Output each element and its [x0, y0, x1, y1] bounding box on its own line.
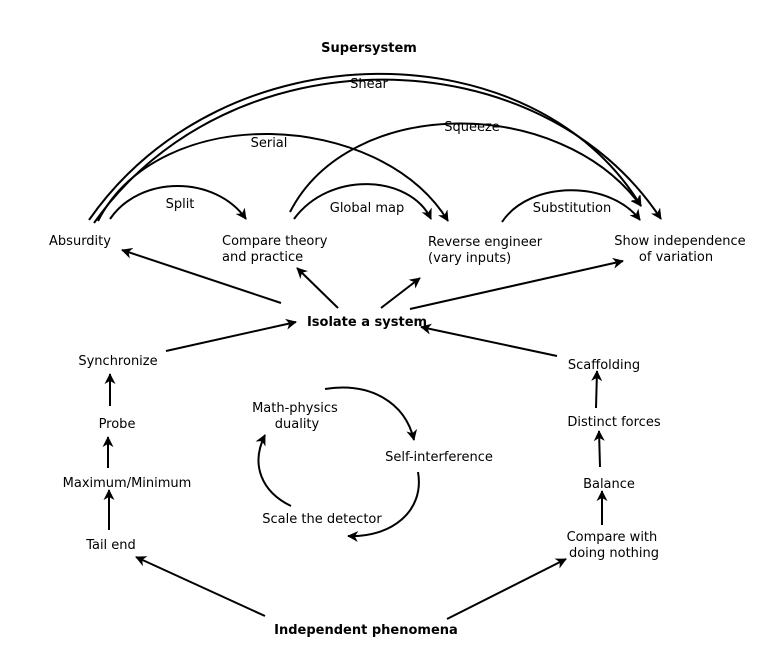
node-supersystem: Supersystem [321, 41, 417, 56]
edge-label-global-map: Global map [330, 201, 404, 216]
node-scaffolding: Scaffolding [568, 358, 640, 373]
node-compare-theory-line2: and practice [222, 250, 303, 265]
edge-label-split: Split [166, 197, 195, 212]
edge-shear [93, 78, 662, 224]
edge-split [109, 185, 247, 220]
node-self-interference: Self-interference [385, 450, 493, 465]
edge-isolate-to-reverse-engineer [380, 277, 421, 309]
edge-math-physics-to-self-interference [324, 386, 418, 441]
node-compare-theory-line1: Compare theory [222, 234, 328, 249]
edge-independent-to-compare-nothing [446, 558, 567, 620]
edge-squeeze [289, 122, 642, 213]
node-show-independence-line1: Show independence [614, 234, 745, 249]
edge-self-interference-to-scale-detector [347, 471, 420, 542]
edge-serial [97, 133, 449, 222]
node-absurdity: Absurdity [49, 234, 111, 249]
edge-isolate-to-absurdity [121, 247, 282, 304]
edge-balance-to-distinct-forces [593, 430, 605, 468]
edge-label-serial: Serial [251, 136, 288, 151]
node-tail-end: Tail end [85, 538, 136, 553]
edge-global-map [293, 183, 432, 220]
edge-absurdity-to-show-independence [88, 72, 642, 221]
edge-label-shear: Shear [350, 77, 388, 92]
node-compare-with-doing-nothing: Compare with doing nothing [567, 530, 662, 561]
node-maximum-minimum: Maximum/Minimum [63, 476, 192, 491]
node-compare-theory-and-practice: Compare theory and practice [222, 234, 332, 265]
node-math-physics-line1: Math-physics [252, 401, 338, 416]
node-compare-nothing-line2: doing nothing [569, 546, 659, 561]
node-distinct-forces: Distinct forces [567, 415, 660, 430]
node-reverse-engineer: Reverse engineer (vary inputs) [428, 235, 546, 266]
edge-distinct-forces-to-scaffolding [591, 370, 603, 409]
edge-independent-to-tail-end [135, 556, 266, 617]
edge-label-substitution: Substitution [533, 201, 611, 216]
node-balance: Balance [583, 477, 635, 492]
node-reverse-engineer-line2: (vary inputs) [428, 251, 511, 266]
edge-isolate-to-compare-theory [296, 267, 339, 309]
node-scale-the-detector: Scale the detector [262, 512, 382, 527]
node-independent-phenomena: Independent phenomena [274, 623, 458, 638]
edge-label-squeeze: Squeeze [444, 120, 500, 135]
edge-substitution [501, 189, 641, 223]
node-isolate-a-system: Isolate a system [307, 315, 427, 330]
node-show-independence-line2: of variation [639, 250, 713, 265]
node-reverse-engineer-line1: Reverse engineer [428, 235, 543, 250]
node-compare-nothing-line1: Compare with [567, 530, 658, 545]
node-synchronize: Synchronize [78, 354, 157, 369]
edge-synchronize-to-isolate [165, 318, 297, 352]
node-show-independence: Show independence of variation [614, 234, 750, 265]
edge-scale-detector-to-math-physics [255, 434, 292, 507]
node-math-physics-line2: duality [275, 417, 320, 432]
edge-isolate-to-show-independence [409, 257, 624, 310]
node-math-physics-duality: Math-physics duality [252, 401, 342, 432]
edge-scaffolding-to-isolate [420, 323, 558, 357]
node-probe: Probe [99, 417, 136, 432]
